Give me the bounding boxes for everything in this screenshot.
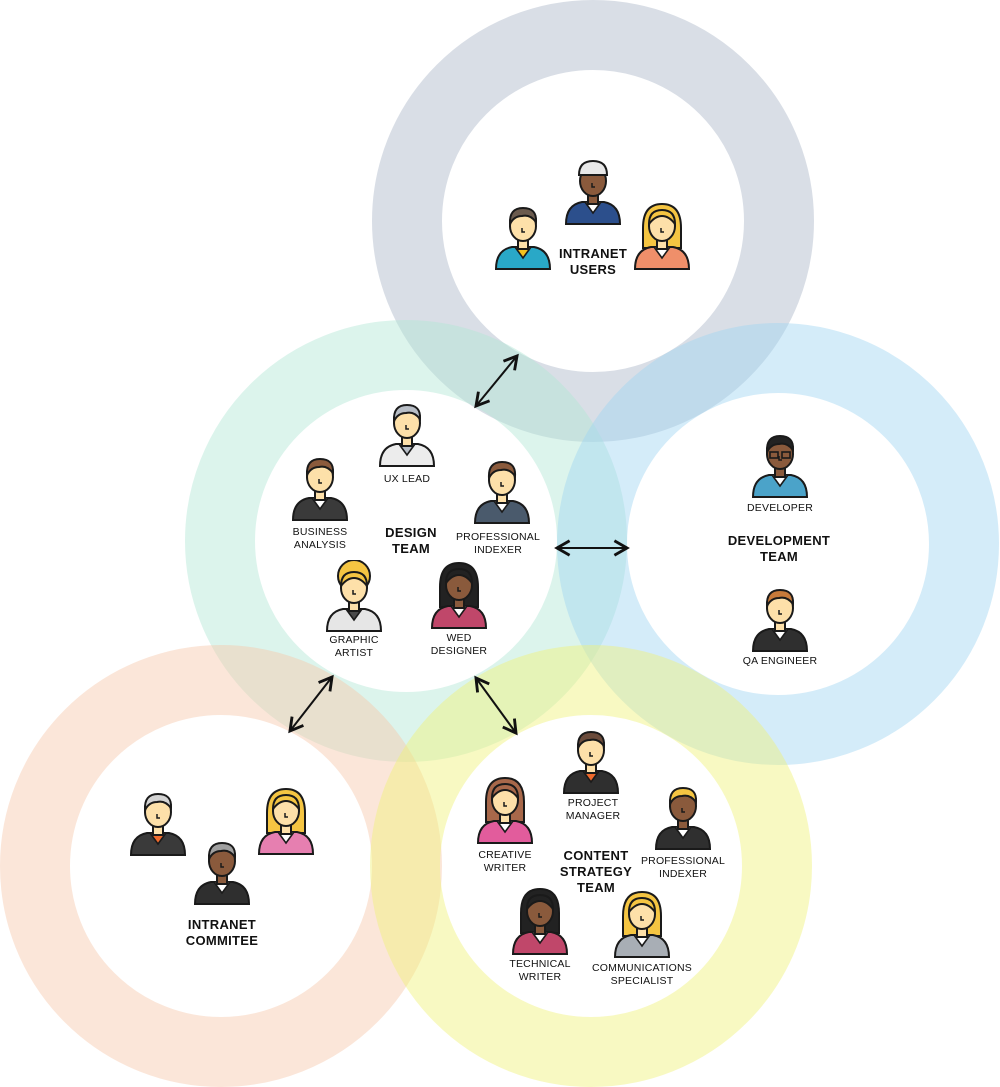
person-intranet-user-2-icon xyxy=(564,159,622,225)
design-team-label: DESIGN TEAM xyxy=(385,525,437,556)
role-project-manager: PROJECT MANAGER xyxy=(565,797,621,822)
arrow-users-design xyxy=(474,353,519,409)
person-committee-2-icon xyxy=(193,841,251,905)
role-web-designer: WED DESIGNER xyxy=(430,632,488,657)
person-business-analysis-icon xyxy=(291,457,349,521)
person-communications-specialist-icon xyxy=(613,890,671,958)
person-committee-3-icon xyxy=(257,787,315,855)
role-technical-writer: TECHNICAL WRITER xyxy=(509,958,571,983)
person-intranet-user-1-icon xyxy=(494,206,552,270)
person-ux-lead-icon xyxy=(378,403,436,467)
person-web-designer-icon xyxy=(430,561,488,629)
person-project-manager-icon xyxy=(562,730,620,794)
person-intranet-user-3-icon xyxy=(633,202,691,270)
intranet-users-label: INTRANET USERS xyxy=(558,246,628,277)
role-creative-writer: CREATIVE WRITER xyxy=(478,849,532,874)
person-graphic-artist-icon xyxy=(325,560,383,632)
arrow-design-content xyxy=(474,675,518,736)
role-communications-specialist: COMMUNICATIONS SPECIALIST xyxy=(591,962,693,987)
person-creative-writer-icon xyxy=(476,776,534,844)
person-developer-icon xyxy=(751,434,809,498)
person-committee-1-icon xyxy=(129,792,187,856)
content-strategy-team-label: CONTENT STRATEGY TEAM xyxy=(559,848,633,895)
role-professional-indexer-content: PROFESSIONAL INDEXER xyxy=(640,855,726,880)
role-professional-indexer-design: PROFESSIONAL INDEXER xyxy=(455,531,541,556)
role-developer: DEVELOPER xyxy=(747,502,813,514)
role-qa-engineer: QA ENGINEER xyxy=(742,655,818,667)
role-business-analysis: BUSINESS ANALYSIS xyxy=(292,526,348,551)
role-ux-lead: UX LEAD xyxy=(383,473,431,485)
role-graphic-artist: GRAPHIC ARTIST xyxy=(329,634,379,659)
arrow-design-committee xyxy=(288,674,334,734)
person-qa-engineer-icon xyxy=(751,588,809,652)
person-technical-writer-icon xyxy=(511,887,569,955)
person-professional-indexer-design-icon xyxy=(473,460,531,524)
development-team-label: DEVELOPMENT TEAM xyxy=(727,533,831,564)
intranet-committee-label: INTRANET COMMITEE xyxy=(185,917,259,948)
person-professional-indexer-content-icon xyxy=(654,786,712,850)
